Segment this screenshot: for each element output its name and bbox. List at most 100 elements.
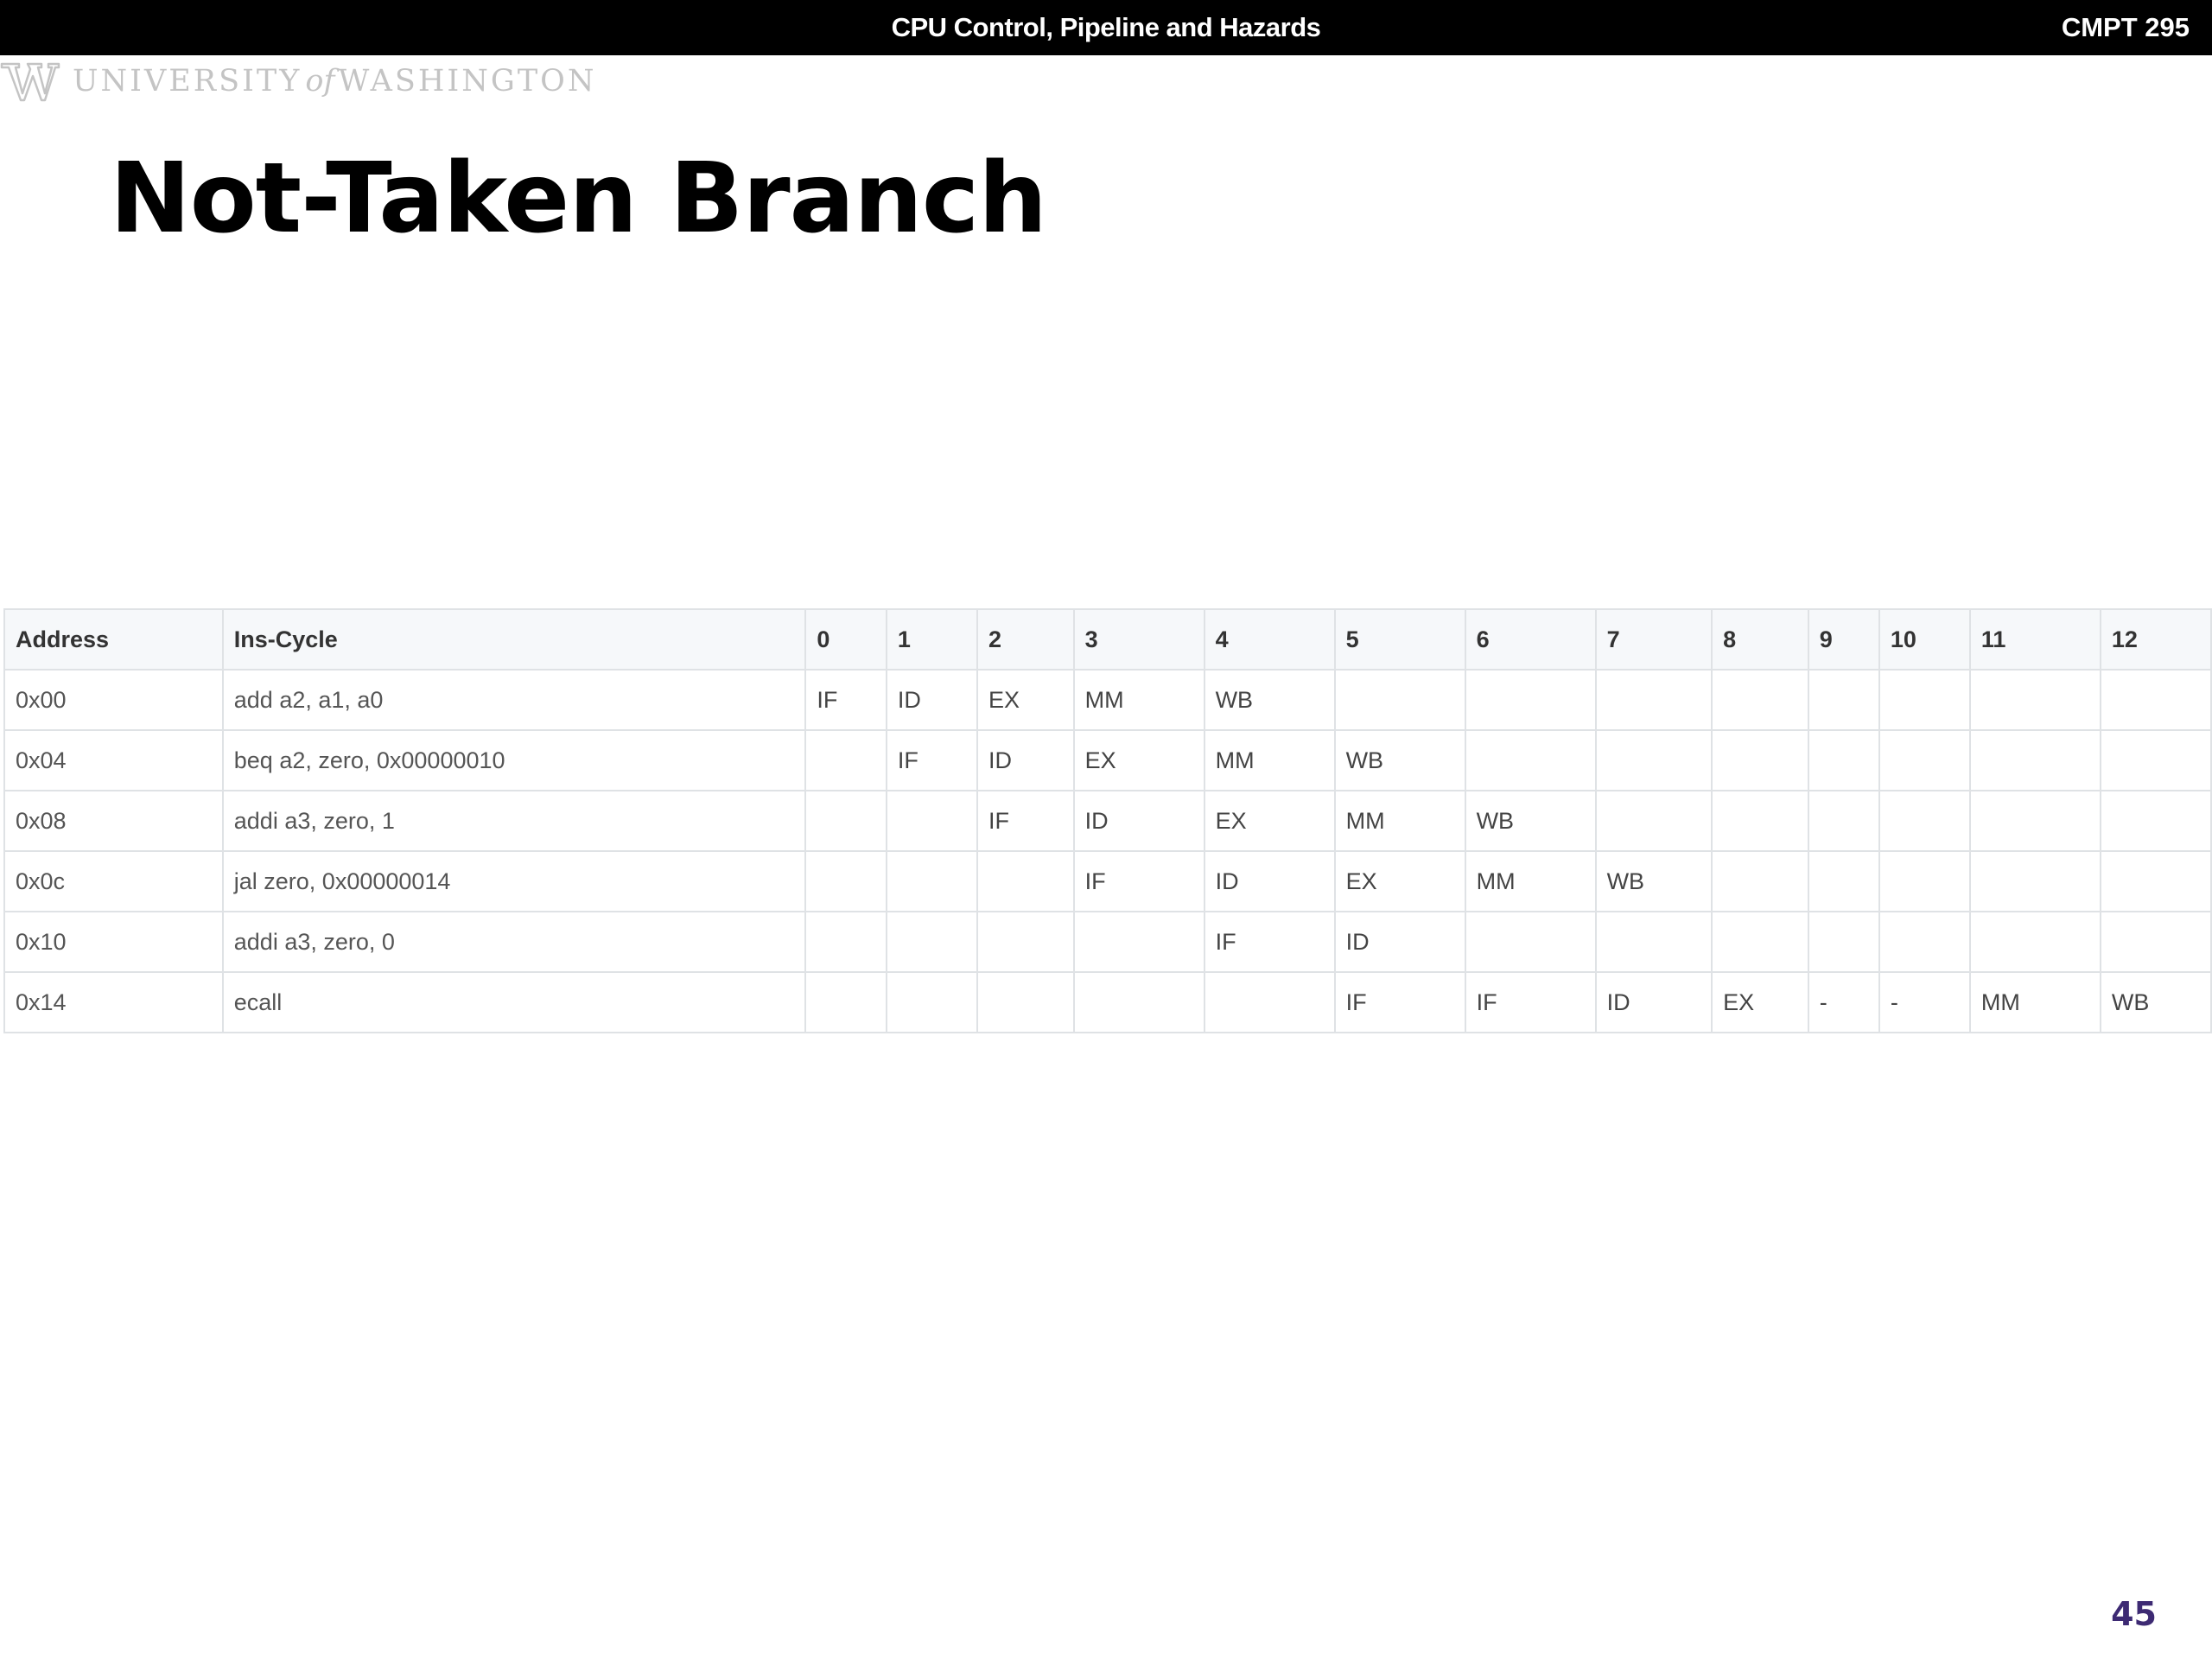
stage-cell: ID <box>1203 850 1336 912</box>
stage-cell <box>1878 669 1971 731</box>
course-code: CMPT 295 <box>2061 12 2190 42</box>
header-cycle-10: 10 <box>1878 608 1971 671</box>
stage-cell <box>1807 911 1880 973</box>
stage-cell <box>804 971 887 1033</box>
stage-cell <box>976 911 1075 973</box>
stage-cell <box>885 911 978 973</box>
stage-cell <box>1594 790 1713 852</box>
page-number: 45 <box>2111 1595 2157 1633</box>
address-cell: 0x08 <box>3 790 224 852</box>
uw-w-logo-icon <box>0 59 60 104</box>
stage-cell <box>1594 911 1713 973</box>
stage-cell: IF <box>1072 850 1205 912</box>
stage-cell: IF <box>976 790 1075 852</box>
stage-cell <box>804 850 887 912</box>
stage-cell <box>1878 911 1971 973</box>
stage-cell: ID <box>976 729 1075 791</box>
stage-cell <box>885 790 978 852</box>
instruction-cell: addi a3, zero, 0 <box>221 911 807 973</box>
stage-cell: MM <box>1464 850 1597 912</box>
stage-cell <box>1072 911 1205 973</box>
stage-cell <box>1711 790 1809 852</box>
stage-cell <box>1968 790 2101 852</box>
stage-cell: - <box>1807 971 1880 1033</box>
stage-cell: - <box>1878 971 1971 1033</box>
stage-cell: ID <box>885 669 978 731</box>
stage-cell: IF <box>1464 971 1597 1033</box>
stage-cell <box>804 911 887 973</box>
address-cell: 0x04 <box>3 729 224 791</box>
stage-cell: EX <box>1711 971 1809 1033</box>
header-address: Address <box>3 608 224 671</box>
stage-cell <box>1968 669 2101 731</box>
stage-cell: IF <box>1203 911 1336 973</box>
stage-cell <box>804 729 887 791</box>
lecture-title: CPU Control, Pipeline and Hazards <box>891 12 1321 42</box>
header-cycle-12: 12 <box>2099 608 2212 671</box>
stage-cell <box>1711 911 1809 973</box>
instruction-cell: jal zero, 0x00000014 <box>221 850 807 912</box>
instruction-cell: beq a2, zero, 0x00000010 <box>221 729 807 791</box>
stage-cell: WB <box>2099 971 2212 1033</box>
stage-cell: EX <box>1072 729 1205 791</box>
address-cell: 0x0c <box>3 850 224 912</box>
address-cell: 0x14 <box>3 971 224 1033</box>
stage-cell <box>1968 911 2101 973</box>
stage-cell <box>1711 729 1809 791</box>
stage-cell <box>2099 911 2212 973</box>
stage-cell <box>804 790 887 852</box>
stage-cell <box>1072 971 1205 1033</box>
stage-cell <box>976 971 1075 1033</box>
stage-cell <box>2099 790 2212 852</box>
header-cycle-7: 7 <box>1594 608 1713 671</box>
stage-cell: WB <box>1594 850 1713 912</box>
header-cycle-4: 4 <box>1203 608 1336 671</box>
stage-cell: EX <box>976 669 1075 731</box>
stage-cell <box>1464 669 1597 731</box>
stage-cell <box>976 850 1075 912</box>
stage-cell <box>1807 669 1880 731</box>
stage-cell <box>1594 729 1713 791</box>
stage-cell <box>1711 850 1809 912</box>
stage-cell <box>1878 790 1971 852</box>
stage-cell <box>1807 850 1880 912</box>
header-cycle-8: 8 <box>1711 608 1809 671</box>
header-cycle-9: 9 <box>1807 608 1880 671</box>
stage-cell <box>1807 729 1880 791</box>
stage-cell <box>885 850 978 912</box>
stage-cell: EX <box>1203 790 1336 852</box>
instruction-cell: addi a3, zero, 1 <box>221 790 807 852</box>
stage-cell: IF <box>885 729 978 791</box>
stage-cell <box>1333 669 1466 731</box>
stage-cell <box>1711 669 1809 731</box>
stage-cell: MM <box>1203 729 1336 791</box>
stage-cell <box>1464 729 1597 791</box>
stage-cell <box>1464 911 1597 973</box>
header-bar: CPU Control, Pipeline and Hazards CMPT 2… <box>0 0 2212 55</box>
stage-cell: IF <box>1333 971 1466 1033</box>
stage-cell: EX <box>1333 850 1466 912</box>
stage-cell <box>1878 850 1971 912</box>
instruction-cell: add a2, a1, a0 <box>221 669 807 731</box>
stage-cell: IF <box>804 669 887 731</box>
stage-cell <box>2099 669 2212 731</box>
stage-cell <box>885 971 978 1033</box>
stage-cell: ID <box>1333 911 1466 973</box>
header-cycle-3: 3 <box>1072 608 1205 671</box>
address-cell: 0x00 <box>3 669 224 731</box>
stage-cell <box>2099 850 2212 912</box>
stage-cell: ID <box>1072 790 1205 852</box>
stage-cell <box>2099 729 2212 791</box>
stage-cell <box>1878 729 1971 791</box>
stage-cell: MM <box>1072 669 1205 731</box>
